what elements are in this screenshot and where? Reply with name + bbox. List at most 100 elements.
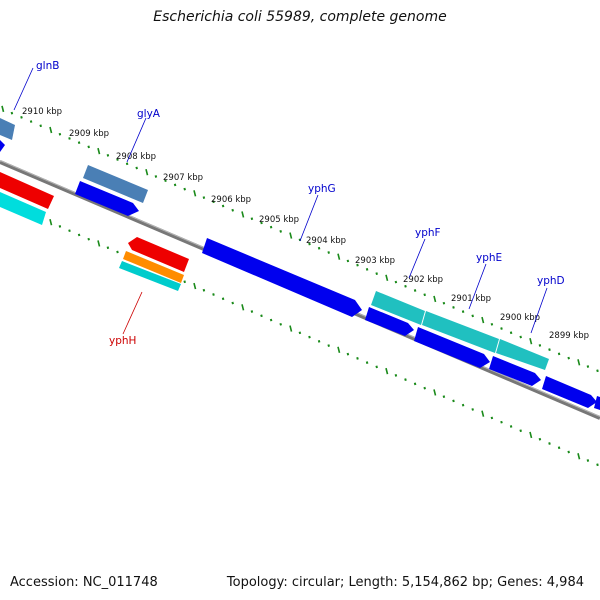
major-tick [337, 346, 341, 354]
minor-tick [365, 361, 369, 364]
major-tick [577, 359, 581, 366]
minor-tick [164, 179, 167, 183]
gene-label-glyA: glyA [137, 108, 161, 120]
gene-feature-blue [542, 376, 597, 408]
minor-tick [317, 246, 321, 250]
minor-tick [279, 322, 282, 326]
minor-tick [116, 250, 119, 254]
kbp-label: 2903 kbp [355, 256, 395, 266]
minor-tick [394, 374, 398, 377]
minor-tick [269, 225, 273, 229]
minor-tick [442, 301, 446, 305]
kbp-label: 2901 kbp [451, 294, 491, 304]
minor-tick [317, 339, 321, 343]
minor-tick [308, 242, 311, 246]
minor-tick [39, 124, 42, 128]
minor-tick [519, 335, 522, 339]
minor-tick [87, 237, 90, 241]
minor-tick [87, 145, 90, 149]
minor-tick [20, 115, 23, 119]
minor-tick [394, 280, 398, 284]
gene-feature-red [128, 237, 189, 272]
minor-tick [154, 175, 158, 178]
minor-tick [548, 442, 551, 445]
minor-tick [509, 425, 513, 428]
genome-summary: Topology: circular; Length: 5,154,862 bp… [226, 575, 584, 590]
leader-line-glyA [126, 117, 147, 163]
minor-tick [442, 395, 446, 399]
minor-tick [375, 272, 378, 275]
kbp-label: 2906 kbp [211, 195, 251, 205]
kbp-label: 2907 kbp [163, 173, 203, 183]
kbp-label: 2908 kbp [116, 152, 156, 162]
leader-line-yphF [408, 238, 426, 279]
major-tick [193, 282, 197, 290]
gene-feature-blue [489, 356, 541, 386]
minor-tick [221, 297, 225, 301]
minor-tick [452, 399, 455, 403]
major-tick [529, 431, 533, 439]
gene-labels: glnB glyA yphG yphF yphE yphD yphH [36, 60, 565, 347]
minor-tick [58, 225, 62, 228]
minor-tick [567, 450, 570, 454]
gene-feature-blue [414, 327, 490, 368]
minor-tick [68, 137, 71, 140]
kbp-label: 2902 kbp [403, 275, 443, 285]
minor-tick [346, 259, 350, 263]
minor-tick [68, 229, 71, 233]
major-tick [337, 253, 341, 260]
minor-tick [404, 378, 407, 382]
minor-tick [413, 382, 417, 386]
gene-label-yphD: yphD [537, 275, 565, 287]
kbp-labels: 2910 kbp 2909 kbp 2908 kbp 2907 kbp 2906… [22, 107, 589, 341]
minor-tick [77, 233, 81, 237]
kbp-label: 2899 kbp [549, 331, 589, 341]
minor-tick [173, 183, 177, 187]
minor-tick [202, 196, 206, 199]
minor-tick [500, 327, 503, 330]
minor-tick [567, 356, 570, 360]
minor-tick [490, 416, 494, 420]
minor-tick [346, 352, 350, 356]
gene-feature-teal [371, 291, 425, 325]
major-tick [481, 410, 485, 417]
minor-tick [29, 120, 33, 123]
minor-tick [221, 204, 225, 208]
minor-tick [557, 446, 561, 450]
minor-tick [375, 365, 378, 369]
minor-tick [183, 280, 186, 284]
gene-feature-blue [0, 140, 5, 152]
gene-feature-cyan [119, 261, 181, 291]
minor-tick [250, 310, 254, 313]
minor-tick [538, 344, 542, 347]
leader-line-yphD [530, 287, 548, 334]
minor-tick [596, 463, 599, 467]
gene-feature-steel [83, 165, 148, 203]
major-tick [97, 240, 101, 247]
minor-tick [212, 200, 215, 204]
kbp-label: 2905 kbp [259, 215, 299, 225]
kbp-label: 2910 kbp [22, 107, 62, 117]
gene-label-yphF: yphF [415, 227, 441, 239]
leader-line-yphG [299, 194, 319, 242]
minor-tick [279, 230, 282, 233]
major-tick [97, 147, 101, 155]
minor-tick [77, 141, 81, 145]
major-tick [49, 126, 53, 134]
gene-label-yphH: yphH [109, 335, 136, 347]
minor-tick [260, 314, 263, 318]
leader-line-yphH [122, 291, 143, 335]
gene-feature-orange [123, 251, 184, 283]
minor-tick [557, 352, 561, 356]
minor-tick [231, 208, 234, 212]
minor-tick [356, 356, 359, 360]
minor-tick [106, 153, 110, 157]
gene-label-yphE: yphE [476, 252, 502, 264]
gene-feature-teal [496, 339, 549, 370]
leader-lines [13, 67, 548, 335]
minor-tick [269, 318, 273, 322]
major-tick [193, 190, 197, 197]
minor-tick [327, 344, 330, 347]
minor-tick [135, 166, 138, 170]
minor-tick [183, 187, 186, 191]
